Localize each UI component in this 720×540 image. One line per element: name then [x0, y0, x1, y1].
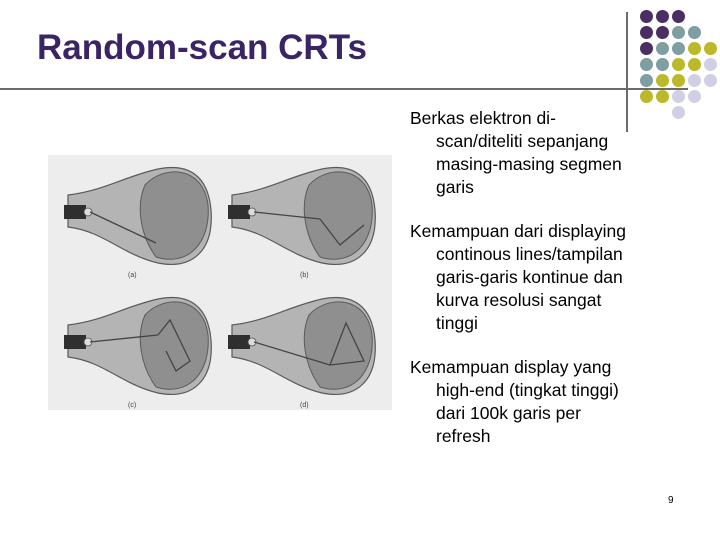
bullet-item: Berkas elektron di- scan/diteliti sepanj… — [410, 107, 690, 199]
dot-olive — [672, 74, 685, 87]
dot-teal — [688, 26, 701, 39]
panel-caption: (d) — [300, 402, 309, 409]
bullet-text-line: Berkas elektron di- — [410, 108, 556, 128]
dot-olive — [688, 58, 701, 71]
panel-caption: (c) — [128, 402, 136, 409]
dot-olive — [656, 74, 669, 87]
electron-beam — [253, 341, 331, 366]
crt-panel-b: (b) — [228, 167, 376, 279]
dot-purple — [640, 42, 653, 55]
dot-lavender — [704, 58, 717, 71]
dot-teal — [640, 58, 653, 71]
bullet-text-line: high-end (tingkat tinggi) — [436, 380, 619, 400]
dot-lavender — [704, 74, 717, 87]
horizontal-divider — [0, 88, 688, 90]
dot-purple — [656, 26, 669, 39]
traced-triangle — [329, 321, 365, 366]
panel-caption: (b) — [300, 272, 309, 279]
dot-purple — [640, 26, 653, 39]
dot-teal — [656, 42, 669, 55]
bullet-text-line: tinggi — [436, 313, 478, 333]
electron-beam — [253, 211, 321, 220]
bullet-text-line: garis — [436, 177, 474, 197]
bullet-text-line: garis-garis kontinue dan — [436, 267, 623, 287]
dot-lavender — [688, 90, 701, 103]
traced-lines — [157, 318, 191, 372]
crt-panel-d: (d) — [228, 297, 376, 409]
dot-lavender — [672, 106, 685, 119]
dot-olive — [640, 90, 653, 103]
dot-purple — [656, 10, 669, 23]
page-number: 9 — [668, 495, 674, 506]
dot-purple — [672, 10, 685, 23]
decorative-dot-grid — [638, 8, 718, 120]
crt-panel-a: (a) — [64, 167, 212, 279]
dot-olive — [656, 90, 669, 103]
bullet-text-line: Kemampuan dari displaying — [410, 221, 626, 241]
dot-purple — [640, 10, 653, 23]
crt-deflection-figure: (a) (b) (c) (d) — [48, 155, 392, 410]
dot-teal — [656, 58, 669, 71]
crt-panel-c: (c) — [64, 297, 212, 409]
bullet-text-line: masing-masing segmen — [436, 154, 622, 174]
electron-beam — [89, 211, 157, 244]
panel-caption: (a) — [128, 272, 137, 279]
dot-lavender — [688, 74, 701, 87]
bullet-text-line: Kemampuan display yang — [410, 357, 612, 377]
dot-teal — [672, 26, 685, 39]
bullet-text-line: dari 100k garis per — [436, 403, 581, 423]
bullet-item: Kemampuan display yang high-end (tingkat… — [410, 356, 690, 448]
dot-lavender — [672, 90, 685, 103]
bullet-text-line: kurva resolusi sangat — [436, 290, 602, 310]
bullet-text-line: scan/diteliti sepanjang — [436, 131, 609, 151]
slide-title: Random-scan CRTs — [37, 28, 367, 67]
electron-beam — [89, 334, 159, 343]
dot-olive — [688, 42, 701, 55]
vertical-divider — [626, 12, 628, 132]
dot-olive — [704, 42, 717, 55]
dot-olive — [672, 58, 685, 71]
bullet-list: Berkas elektron di- scan/diteliti sepanj… — [410, 107, 690, 469]
bullet-text-line: continous lines/tampilan — [436, 244, 623, 264]
traced-lines — [319, 218, 365, 246]
bullet-item: Kemampuan dari displaying continous line… — [410, 220, 690, 335]
dot-teal — [640, 74, 653, 87]
dot-teal — [672, 42, 685, 55]
bullet-text-line: refresh — [436, 426, 491, 446]
